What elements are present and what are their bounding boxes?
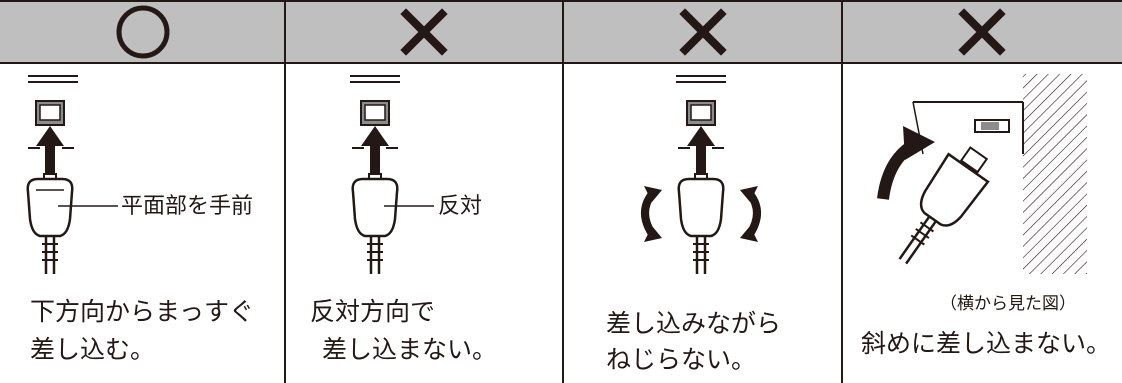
plug-straight-insert-icon (26, 75, 118, 274)
side-view-note: （横から見た図） (940, 294, 1076, 314)
caption-line-2: 差し込まない。 (322, 335, 498, 364)
plug-twisting-icon (641, 75, 761, 274)
caption-line-2: 差し込む。 (30, 335, 156, 364)
callout-flat-side-front: 平面部を手前 (121, 194, 254, 219)
caption-line-1: 下方向からまっすぐ (30, 297, 255, 326)
caption-line-1: 差し込みながら (606, 309, 782, 338)
column-angled: （横から見た図） 斜めに差し込まない。 (843, 64, 1122, 383)
column-divider (284, 0, 286, 383)
header-cell-4 (842, 0, 1122, 64)
incorrect-mark-icon (285, 2, 563, 62)
plug-angled-side-view-icon (877, 74, 1087, 274)
column-reversed: 反対 反対方向で 差し込まない。 (286, 64, 562, 383)
column-divider (562, 0, 564, 383)
header-cell-1 (0, 0, 285, 64)
caption-line-2: ねじらない。 (606, 345, 757, 374)
caption-line-1: 斜めに差し込まない。 (861, 329, 1112, 358)
column-correct: 平面部を手前 下方向からまっすぐ 差し込む。 (0, 64, 284, 383)
incorrect-mark-icon (563, 2, 842, 62)
caption-line-1: 反対方向で (310, 297, 436, 326)
column-twisting: 差し込みながら ねじらない。 (564, 64, 841, 383)
header-cell-3 (563, 0, 842, 64)
callout-reversed: 反対 (438, 194, 483, 219)
plug-reversed-insert-icon (350, 75, 434, 274)
incorrect-mark-icon (842, 2, 1122, 62)
column-divider (841, 0, 843, 383)
correct-mark-icon (0, 2, 285, 62)
header-cell-2 (285, 0, 563, 64)
